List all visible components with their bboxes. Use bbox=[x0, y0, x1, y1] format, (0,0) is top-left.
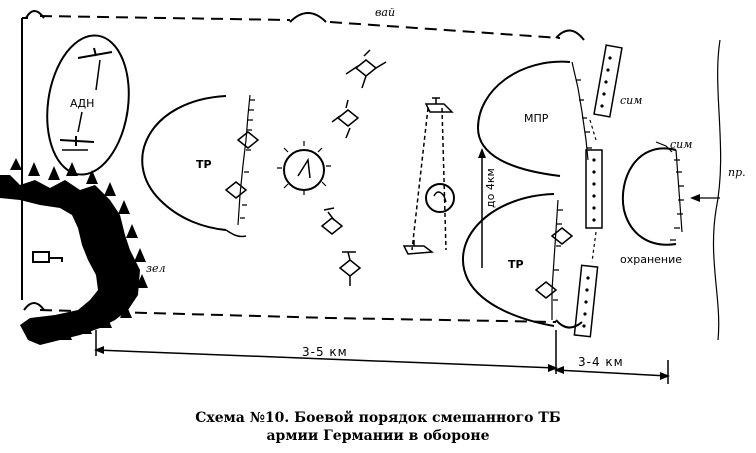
top-edge-label: вай bbox=[375, 6, 395, 19]
caption-line-1: Схема №10. Боевой порядок смешанного ТБ bbox=[195, 410, 561, 426]
artillery-division: АДН bbox=[46, 34, 130, 176]
mech-infantry-label: МПР bbox=[524, 112, 549, 125]
forest-icon bbox=[0, 158, 148, 345]
command-post-flag bbox=[49, 257, 63, 262]
main-depth-label: 3-5 км bbox=[302, 345, 348, 359]
tank-company-1: ТР bbox=[141, 94, 260, 238]
battalion-artillery-icon bbox=[277, 141, 331, 195]
scale-bars: 3-5 км 3-4 км bbox=[94, 330, 670, 384]
river-label: пр. bbox=[728, 166, 746, 179]
tank-company-1-label: ТР bbox=[196, 158, 212, 171]
front-edge: пр. bbox=[712, 39, 746, 341]
security-label: охранение bbox=[620, 253, 682, 266]
tank-company-2: ТР bbox=[462, 193, 574, 327]
minefield-right-label: сим bbox=[670, 138, 692, 151]
reserve-strip bbox=[402, 97, 455, 255]
depth-label: до 4км bbox=[484, 168, 497, 208]
sector-boundary bbox=[21, 10, 585, 329]
minefields: сим bbox=[573, 44, 642, 338]
forest-label: зел bbox=[146, 262, 166, 275]
caption-line-2: армии Германии в обороне bbox=[266, 428, 490, 444]
tank-company-2-label: ТР bbox=[508, 258, 524, 271]
artillery-division-label: АДН bbox=[70, 97, 94, 110]
minefield-top-label: сим bbox=[620, 94, 642, 107]
mech-infantry-company: МПР bbox=[476, 60, 592, 177]
artillery-pieces bbox=[320, 49, 387, 286]
security-depth-label: 3-4 км bbox=[578, 355, 624, 369]
security-outpost: сим охранение bbox=[620, 138, 720, 266]
depth-arrow: до 4км bbox=[478, 148, 497, 268]
command-post-icon bbox=[32, 251, 50, 263]
